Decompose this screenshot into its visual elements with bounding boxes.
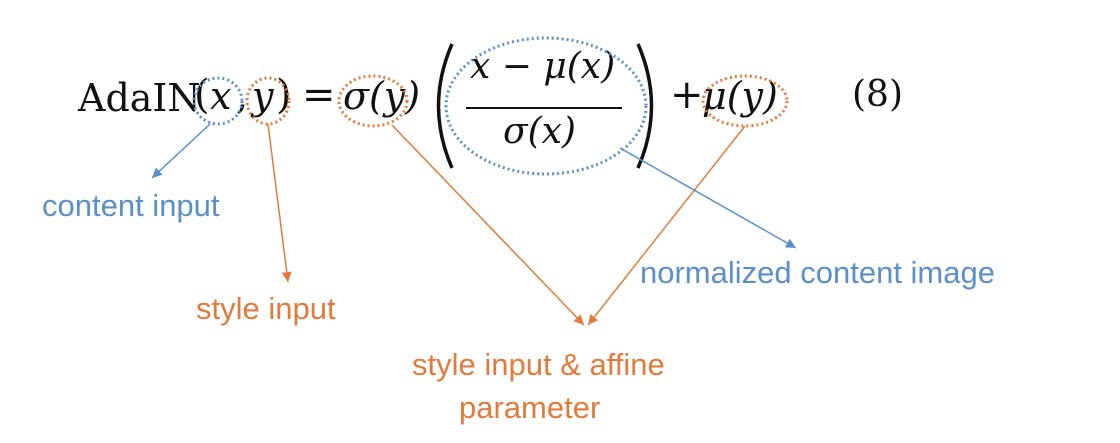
ellipse-mu-y [701,74,789,128]
fraction-numerator: x − μ(x) [470,46,616,87]
big-right-paren [636,43,654,169]
label-style-affine-line2: parameter [459,390,601,425]
equals-sign: = [302,72,336,118]
adain-function-name: AdaIN [78,76,201,120]
plus-sign: + [670,72,704,118]
label-style-affine-line1: style input & affine [412,347,665,382]
ellipse-sigma-y [337,74,409,128]
equation-number: (8) [852,74,903,115]
label-content-input: content input [42,188,220,223]
ellipse-x [192,76,244,126]
arrow-normalized [619,147,797,249]
arg-x: x [210,74,232,118]
big-left-paren [436,43,454,169]
arrow-content-input [151,123,211,179]
left-paren: ( [194,72,210,118]
arg-y: y [252,74,274,118]
label-style-input: style input [196,291,336,326]
fraction-denominator: σ(x) [503,111,576,152]
ellipse-y [245,76,291,126]
ellipse-fraction [444,36,648,176]
label-normalized-content-image: normalized content image [640,255,995,290]
arrow-sigma-to-param [391,124,585,326]
arrow-style-input [267,123,292,283]
arrow-mu-to-param [587,125,746,326]
mu-y: μ(y) [702,74,778,118]
